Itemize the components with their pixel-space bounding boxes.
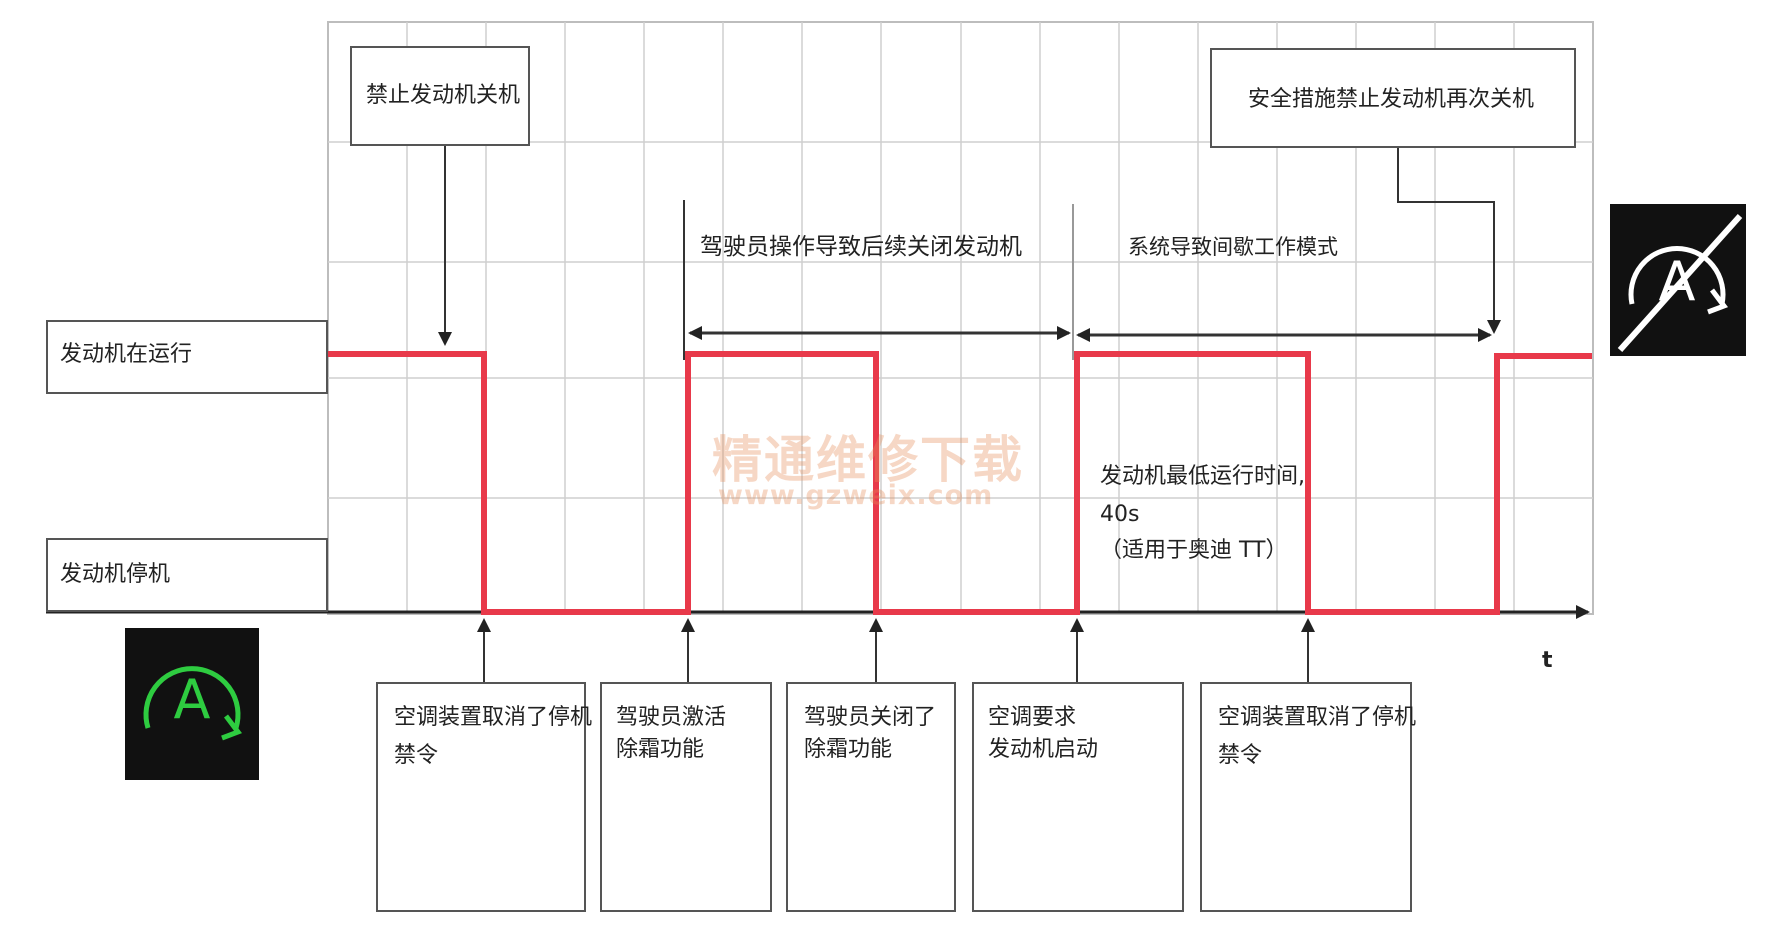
state-stopped-label: 发动机停机	[60, 562, 171, 587]
min-runtime-line2: 40s	[1100, 502, 1140, 527]
stop-inhibit-box	[350, 46, 530, 146]
event-box-2	[600, 682, 772, 912]
event-box-1	[376, 682, 586, 912]
safety-inhibit-arrow	[1397, 148, 1501, 334]
auto-start-stop-active-icon: A	[125, 628, 259, 780]
event-1-line1: 空调装置取消了停机	[394, 705, 593, 730]
safety-inhibit-label: 安全措施禁止发动机再次关机	[1248, 87, 1535, 112]
state-running-label: 发动机在运行	[60, 342, 193, 367]
engine-signal-trace	[328, 351, 1592, 615]
auto-start-stop-off-icon: A	[1610, 204, 1746, 356]
time-axis-label: t	[1542, 648, 1553, 673]
event-5-line1: 空调装置取消了停机	[1218, 705, 1417, 730]
event-3-line2: 除霜功能	[804, 737, 893, 762]
svg-text:A: A	[174, 668, 211, 731]
event-4-line2: 发动机启动	[988, 737, 1099, 762]
event-5-line2: 禁令	[1218, 743, 1263, 768]
system-phase-label: 系统导致间歇工作模式	[1128, 235, 1338, 259]
min-runtime-line3: （适用于奥迪 TT）	[1100, 538, 1288, 563]
event-box-4	[972, 682, 1184, 912]
event-1-line2: 禁令	[394, 743, 439, 768]
event-3-line1: 驾驶员关闭了	[804, 705, 937, 730]
event-4-line1: 空调要求	[988, 705, 1077, 730]
watermark-cn: 精通维修下载	[712, 431, 1024, 489]
state-running-box	[46, 320, 328, 394]
min-runtime-line1: 发动机最低运行时间,	[1100, 464, 1305, 489]
driver-phase-label: 驾驶员操作导致后续关闭发动机	[700, 234, 1022, 260]
event-box-3	[786, 682, 956, 912]
event-2-line2: 除霜功能	[616, 737, 705, 762]
stop-inhibit-label: 禁止发动机关机	[366, 83, 521, 108]
event-box-5	[1200, 682, 1412, 912]
state-stopped-box	[46, 538, 328, 612]
watermark-url: www.gzweix.com	[718, 480, 994, 511]
event-2-line1: 驾驶员激活	[616, 705, 727, 730]
safety-inhibit-box	[1210, 48, 1576, 148]
